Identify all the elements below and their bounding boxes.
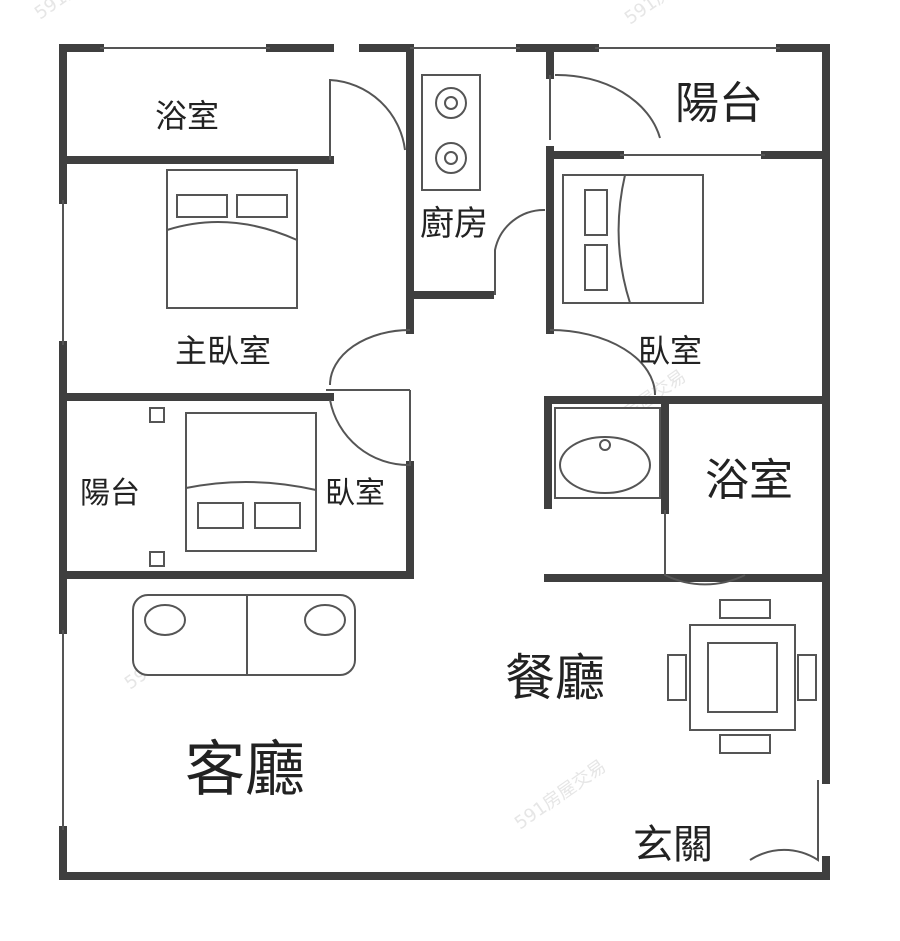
label-bath-right: 浴室 bbox=[705, 455, 793, 506]
dining-table-icon bbox=[667, 599, 817, 754]
label-living: 客廳 bbox=[185, 735, 305, 805]
label-bedroom-left: 臥室 bbox=[325, 476, 385, 511]
room-labels: 浴室 陽台 廚房 主臥室 臥室 陽台 臥室 浴室 餐廳 客廳 玄關 bbox=[80, 78, 793, 868]
label-master-bedroom: 主臥室 bbox=[175, 332, 271, 370]
right-bed-icon bbox=[562, 174, 704, 304]
label-balcony-left: 陽台 bbox=[80, 476, 140, 511]
label-bath-top: 浴室 bbox=[155, 97, 219, 135]
sink-icon bbox=[554, 407, 661, 499]
windows bbox=[62, 47, 780, 830]
furniture bbox=[132, 74, 817, 754]
sofa-icon bbox=[132, 594, 356, 676]
stove-icon bbox=[421, 74, 481, 191]
label-entrance: 玄關 bbox=[633, 822, 713, 868]
label-kitchen: 廚房 bbox=[420, 204, 488, 244]
left-bed-icon bbox=[149, 407, 317, 567]
label-balcony-top: 陽台 bbox=[675, 78, 763, 129]
svg-text:591房屋交易: 591房屋交易 bbox=[511, 756, 610, 834]
doors bbox=[329, 73, 819, 862]
label-bedroom-right: 臥室 bbox=[638, 332, 702, 370]
svg-text:591房屋交易: 591房屋交易 bbox=[621, 0, 720, 29]
svg-text:591房屋交易: 591房屋交易 bbox=[31, 0, 130, 24]
walls bbox=[59, 44, 830, 880]
label-dining: 餐廳 bbox=[505, 649, 605, 707]
master-bed-icon bbox=[166, 169, 298, 309]
